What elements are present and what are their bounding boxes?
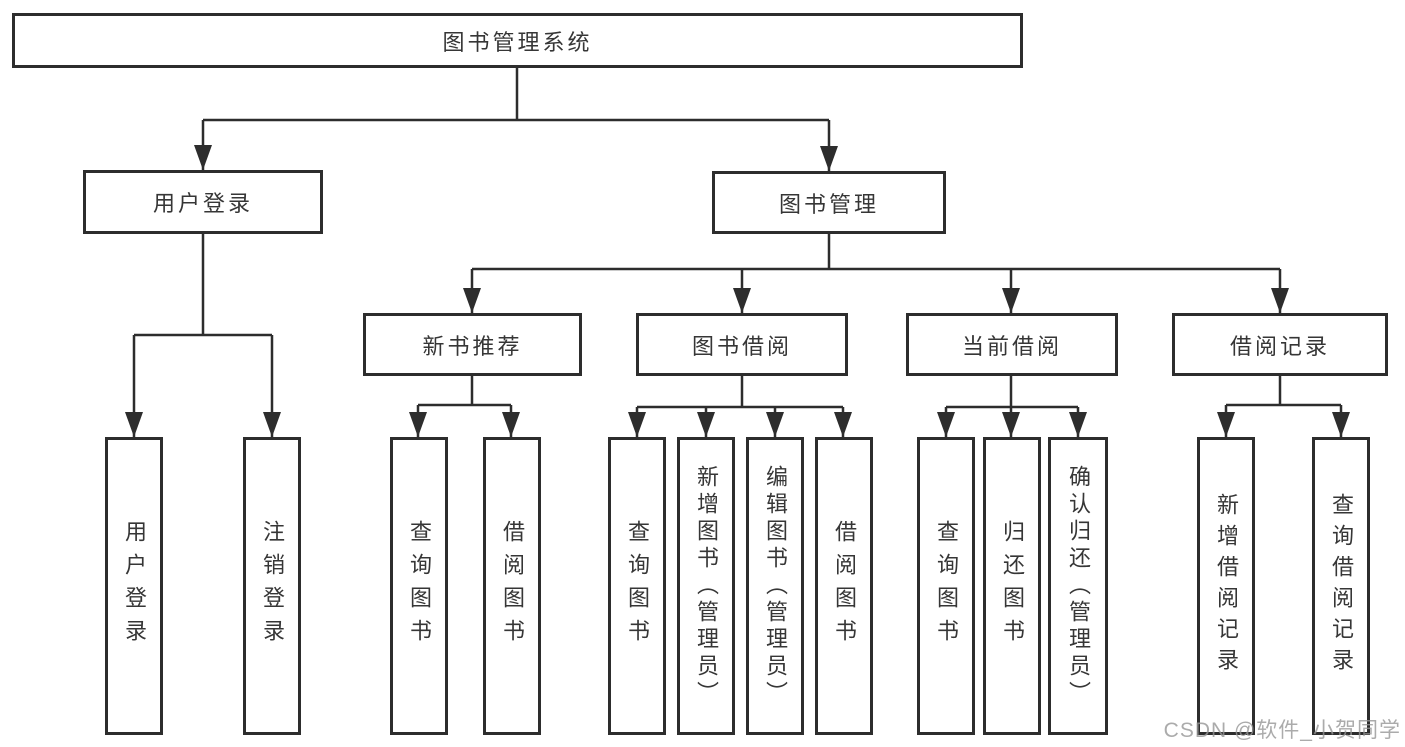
node-new-book-recommend: 新书推荐	[363, 313, 582, 376]
leaf-query-books-recommend: 查询图书	[390, 437, 448, 735]
node-current-borrow-label: 当前借阅	[961, 333, 1062, 359]
node-book-management: 图书管理	[712, 171, 946, 234]
node-book-borrow: 图书借阅	[636, 313, 848, 376]
csdn-watermark: CSDN @软件_小贺同学	[1163, 719, 1401, 742]
leaf-add-book-admin: 新增图书（管理员）	[677, 437, 735, 735]
leaf-logout-label: 注销登录	[260, 520, 285, 652]
node-book-management-label: 图书管理	[778, 191, 879, 217]
leaf-add-borrow-record-label: 新增借阅记录	[1214, 493, 1239, 679]
leaf-query-books-borrow: 查询图书	[608, 437, 666, 735]
leaf-borrow-books-recommend-label: 借阅图书	[500, 520, 525, 652]
leaf-add-borrow-record: 新增借阅记录	[1197, 437, 1255, 735]
node-root-label: 图书管理系统	[442, 29, 593, 55]
leaf-edit-book-admin-label: 编辑图书（管理员）	[763, 464, 788, 708]
node-new-book-recommend-label: 新书推荐	[422, 333, 523, 359]
node-borrow-records: 借阅记录	[1172, 313, 1388, 376]
leaf-edit-book-admin: 编辑图书（管理员）	[746, 437, 804, 735]
node-root: 图书管理系统	[12, 13, 1023, 68]
node-current-borrow: 当前借阅	[906, 313, 1118, 376]
leaf-add-book-admin-label: 新增图书（管理员）	[694, 464, 719, 708]
leaf-query-borrow-record-label: 查询借阅记录	[1329, 493, 1354, 679]
leaf-confirm-return-admin-label: 确认归还（管理员）	[1066, 464, 1091, 708]
leaf-query-books-current: 查询图书	[917, 437, 975, 735]
leaf-query-borrow-record: 查询借阅记录	[1312, 437, 1370, 735]
node-user-login: 用户登录	[83, 170, 323, 234]
leaf-logout: 注销登录	[243, 437, 301, 735]
node-borrow-records-label: 借阅记录	[1229, 333, 1330, 359]
leaf-confirm-return-admin: 确认归还（管理员）	[1048, 437, 1108, 735]
leaf-borrow-books-recommend: 借阅图书	[483, 437, 541, 735]
leaf-user-login: 用户登录	[105, 437, 163, 735]
leaf-user-login-label: 用户登录	[122, 520, 147, 652]
node-book-borrow-label: 图书借阅	[691, 333, 792, 359]
node-user-login-label: 用户登录	[152, 191, 253, 216]
leaf-query-books-recommend-label: 查询图书	[407, 520, 432, 652]
leaf-return-book-label: 归还图书	[1000, 520, 1025, 652]
leaf-query-books-current-label: 查询图书	[934, 520, 959, 652]
leaf-return-book: 归还图书	[983, 437, 1041, 735]
leaf-borrow-books: 借阅图书	[815, 437, 873, 735]
leaf-borrow-books-label: 借阅图书	[832, 520, 857, 652]
leaf-query-books-borrow-label: 查询图书	[625, 520, 650, 652]
